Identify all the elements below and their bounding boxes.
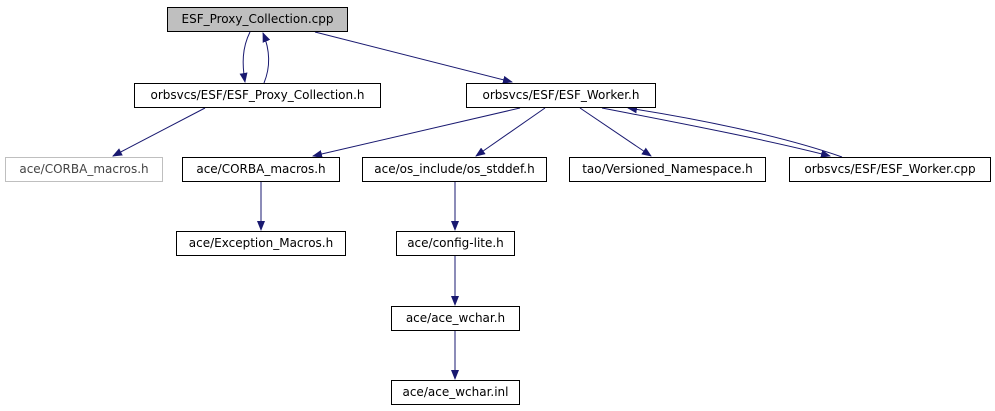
node-esf-worker-h[interactable]: orbsvcs/ESF/ESF_Worker.h xyxy=(466,83,656,108)
node-tao-versioned-namespace-h[interactable]: tao/Versioned_Namespace.h xyxy=(569,157,766,182)
edge-esf-proxy-collection-cpp-to-esf-proxy-collection-h xyxy=(239,31,251,83)
node-ace-exception-macros-h[interactable]: ace/Exception_Macros.h xyxy=(176,231,346,256)
node-ace-wchar-inl[interactable]: ace/ace_wchar.inl xyxy=(391,380,520,405)
node-esf-proxy-collection-cpp: ESF_Proxy_Collection.cpp xyxy=(167,7,348,32)
node-ace-config-lite-h[interactable]: ace/config-lite.h xyxy=(396,231,515,256)
node-ace-wchar-h[interactable]: ace/ace_wchar.h xyxy=(391,306,520,331)
edge-esf-worker-h-to-tao-versioned-namespace-h xyxy=(579,107,652,157)
edge-esf-worker-h-to-ace-os-stddef-h xyxy=(475,107,546,157)
edge-esf-proxy-collection-h-to-ace-corba-macros-h-external xyxy=(112,107,206,157)
node-ace-os-stddef-h[interactable]: ace/os_include/os_stddef.h xyxy=(362,157,547,182)
edge-esf-proxy-collection-h-to-esf-proxy-collection-cpp xyxy=(262,32,271,84)
edge-esf-worker-h-to-ace-corba-macros-h xyxy=(312,107,521,158)
node-ace-corba-macros-h[interactable]: ace/CORBA_macros.h xyxy=(182,157,340,182)
node-esf-worker-cpp[interactable]: orbsvcs/ESF/ESF_Worker.cpp xyxy=(789,157,991,182)
edge-esf-proxy-collection-cpp-to-esf-worker-h xyxy=(314,31,513,84)
edge-esf-worker-cpp-to-esf-worker-h xyxy=(627,105,843,158)
edge-esf-worker-h-to-esf-worker-cpp xyxy=(601,107,831,158)
node-ace-corba-macros-h-external: ace/CORBA_macros.h xyxy=(5,157,163,182)
node-esf-proxy-collection-h[interactable]: orbsvcs/ESF/ESF_Proxy_Collection.h xyxy=(134,83,381,108)
